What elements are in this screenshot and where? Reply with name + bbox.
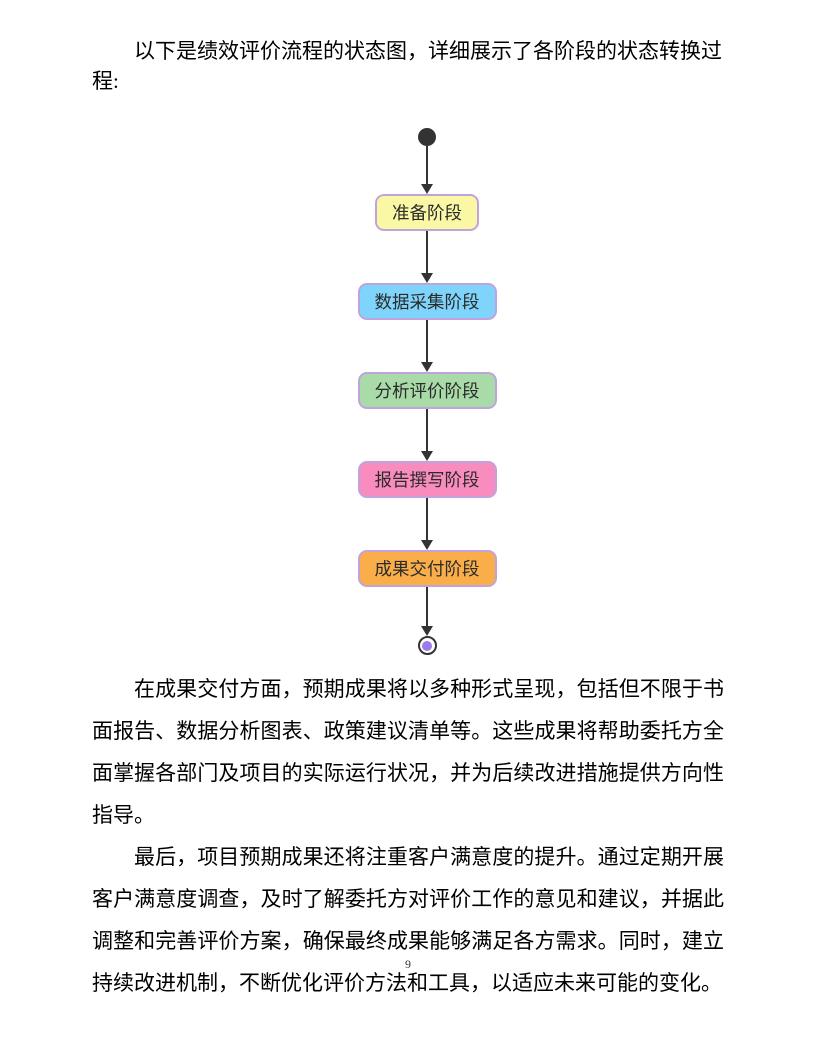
state-box-report-writing: 报告撰写阶段 (357, 461, 497, 498)
arrow-shaft (426, 231, 428, 274)
state-label: 数据采集阶段 (374, 292, 480, 312)
arrow-shaft (426, 498, 428, 541)
state-diagram: 准备阶段 数据采集阶段 分析评价阶段 报告撰写阶段 成果交付阶段 (19, 128, 816, 655)
transition-arrow (421, 498, 433, 550)
state-box-prepare: 准备阶段 (375, 194, 479, 231)
state-box-data-collection: 数据采集阶段 (357, 283, 497, 320)
state-label: 成果交付阶段 (374, 559, 480, 579)
end-state-node (417, 636, 437, 655)
start-state-node (418, 128, 436, 146)
arrow-head-icon (421, 184, 433, 194)
arrow-head-icon (421, 540, 433, 550)
state-box-analysis: 分析评价阶段 (357, 372, 497, 409)
body-text-block: 在成果交付方面，预期成果将以多种形式呈现，包括但不限于书面报告、数据分析图表、政… (92, 668, 724, 1004)
end-state-inner-dot (422, 640, 432, 651)
transition-arrow (421, 587, 433, 636)
arrow-head-icon (421, 451, 433, 461)
arrow-head-icon (421, 273, 433, 283)
state-box-delivery: 成果交付阶段 (357, 550, 497, 587)
state-label: 分析评价阶段 (374, 381, 480, 401)
arrow-shaft (426, 146, 428, 185)
arrow-head-icon (421, 626, 433, 636)
intro-paragraph: 以下是绩效评价流程的状态图，详细展示了各阶段的状态转换过程: (92, 39, 722, 93)
state-label: 报告撰写阶段 (374, 470, 480, 490)
arrow-shaft (426, 409, 428, 452)
transition-arrow (421, 146, 433, 194)
transition-arrow (421, 231, 433, 283)
arrow-head-icon (421, 362, 433, 372)
transition-arrow (421, 409, 433, 461)
arrow-shaft (426, 320, 428, 363)
body-paragraph: 最后，项目预期成果还将注重客户满意度的提升。通过定期开展客户满意度调查，及时了解… (92, 845, 724, 995)
state-label: 准备阶段 (392, 203, 462, 223)
arrow-shaft (426, 587, 428, 627)
page-number: 9 (405, 957, 411, 971)
body-paragraph: 在成果交付方面，预期成果将以多种形式呈现，包括但不限于书面报告、数据分析图表、政… (92, 677, 724, 827)
transition-arrow (421, 320, 433, 372)
